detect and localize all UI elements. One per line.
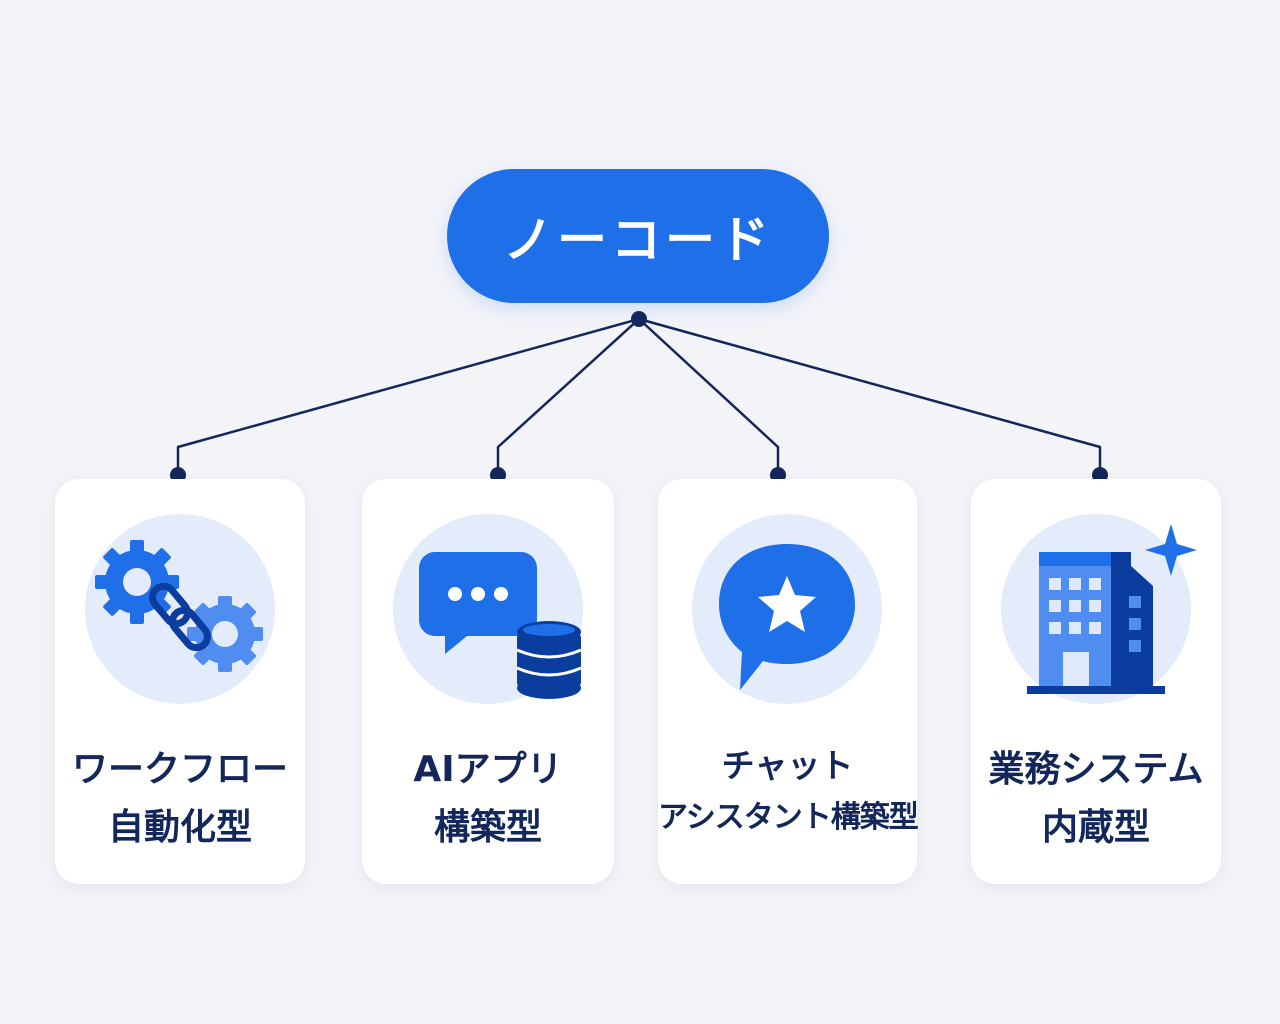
category-label-line-2: 構築型 bbox=[433, 807, 542, 848]
icon-background-circle bbox=[1001, 514, 1197, 704]
chat-star-icon bbox=[719, 544, 855, 690]
category-label-line-2: アシスタント構築型 bbox=[658, 800, 919, 835]
root-node-label: ノーコード bbox=[503, 211, 773, 269]
connector-line-1 bbox=[176, 317, 641, 476]
category-label: ワークフロー 自動化型 bbox=[55, 741, 305, 857]
chat-database-icon bbox=[419, 552, 582, 699]
connector-hub-dot bbox=[631, 311, 647, 327]
root-node-nocode: ノーコード bbox=[447, 169, 829, 303]
connector-line-2 bbox=[496, 317, 641, 476]
category-label-line-1: チャット bbox=[721, 746, 854, 785]
building-sparkle-icon bbox=[1027, 524, 1197, 694]
category-label: AIアプリ 構築型 bbox=[362, 741, 614, 857]
icon-background-circle bbox=[393, 514, 583, 704]
category-label-line-1: AIアプリ bbox=[413, 749, 563, 790]
category-card-chat-assistant: チャット アシスタント構築型 bbox=[658, 479, 919, 884]
icon-background-circle bbox=[692, 514, 882, 704]
connector-line-4 bbox=[637, 317, 1102, 476]
icon-background-circle bbox=[85, 514, 275, 704]
category-label-line-2: 内蔵型 bbox=[1041, 807, 1150, 848]
category-label-line-1: 業務システム bbox=[988, 749, 1204, 790]
category-card-ai-app: AIアプリ 構築型 bbox=[362, 479, 614, 884]
connector-line-3 bbox=[637, 317, 780, 476]
category-card-business-system: 業務システム 内蔵型 bbox=[971, 479, 1221, 884]
category-label-line-1: ワークフロー bbox=[71, 749, 288, 790]
category-label: チャット アシスタント構築型 bbox=[658, 741, 919, 845]
category-label-line-2: 自動化型 bbox=[107, 807, 252, 848]
category-card-workflow: ワークフロー 自動化型 bbox=[55, 479, 305, 884]
category-label: 業務システム 内蔵型 bbox=[971, 741, 1221, 857]
gears-chain-icon bbox=[95, 540, 263, 672]
